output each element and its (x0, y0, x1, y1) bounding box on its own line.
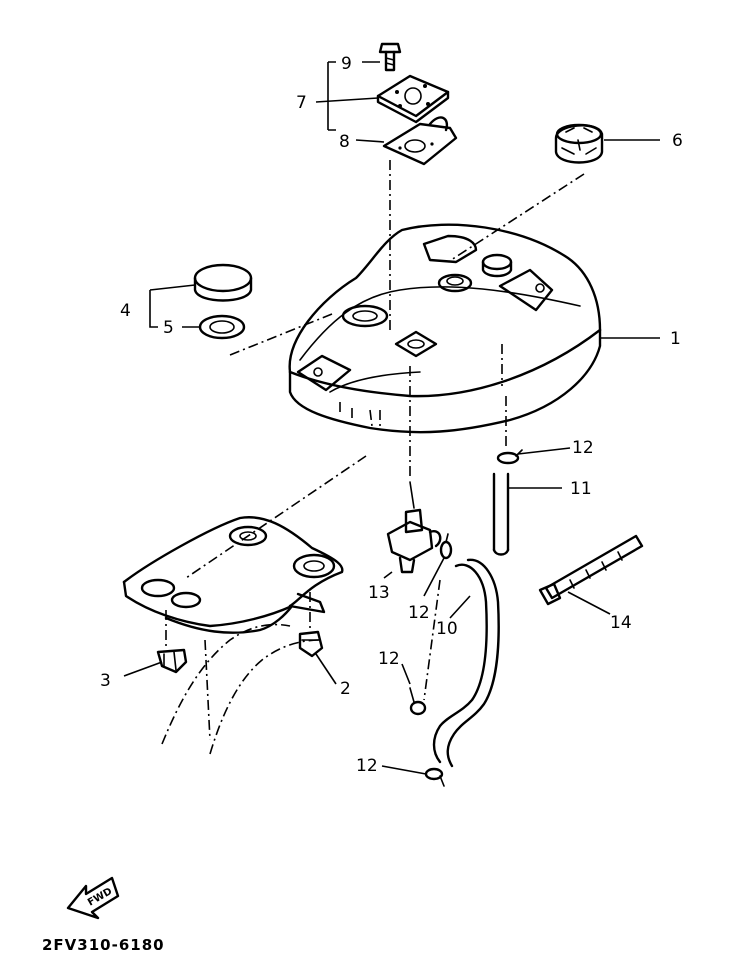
callout-8: 8 (339, 132, 350, 152)
callout-12-lower: 12 (378, 649, 400, 669)
callout-3: 3 (100, 671, 111, 691)
part-12-clamp-lower (409, 687, 427, 716)
callout-6: 6 (672, 131, 683, 151)
part-6-fuel-cap (554, 123, 604, 164)
part-14-cable-tie (538, 534, 644, 606)
part-12-clamp-middle (439, 533, 453, 560)
callout-11: 11 (570, 479, 592, 499)
part-13-fuel-cock (386, 481, 442, 574)
leader-lines (123, 61, 660, 775)
fwd-label: FWD (86, 886, 114, 909)
assembly-lines (165, 160, 585, 701)
part-12-clamp-bottom (424, 767, 445, 787)
part-1-fuel-tank (288, 223, 602, 434)
callout-4: 4 (120, 301, 131, 321)
frame-tray (122, 516, 344, 755)
callout-9: 9 (341, 54, 352, 74)
part-8-gasket (382, 116, 458, 166)
callout-2: 2 (340, 679, 351, 699)
callout-12-bottom: 12 (356, 756, 378, 776)
callout-14: 14 (610, 613, 632, 633)
part-2-grommet (298, 630, 324, 658)
part-4-cap (193, 263, 253, 302)
part-7-plate (376, 74, 450, 124)
callout-10: 10 (436, 619, 458, 639)
callout-1: 1 (670, 329, 681, 349)
fwd-arrow-icon: FWD (66, 876, 120, 920)
part-10-hose (432, 558, 500, 768)
callout-7: 7 (296, 93, 307, 113)
diagram-code: 2FV310-6180 (42, 936, 165, 954)
part-5-seal (198, 314, 246, 340)
part-3-grommet (156, 648, 188, 674)
callout-5: 5 (163, 318, 174, 338)
part-9-screw (378, 42, 402, 72)
part-12-clamp-top (496, 449, 523, 465)
callout-12-middle: 12 (408, 603, 430, 623)
callouts: 9 7 8 6 4 5 1 12 11 13 12 10 14 12 3 2 1… (100, 54, 683, 776)
callout-13: 13 (368, 583, 390, 603)
callout-12-top: 12 (572, 438, 594, 458)
part-11-hose (492, 472, 510, 556)
